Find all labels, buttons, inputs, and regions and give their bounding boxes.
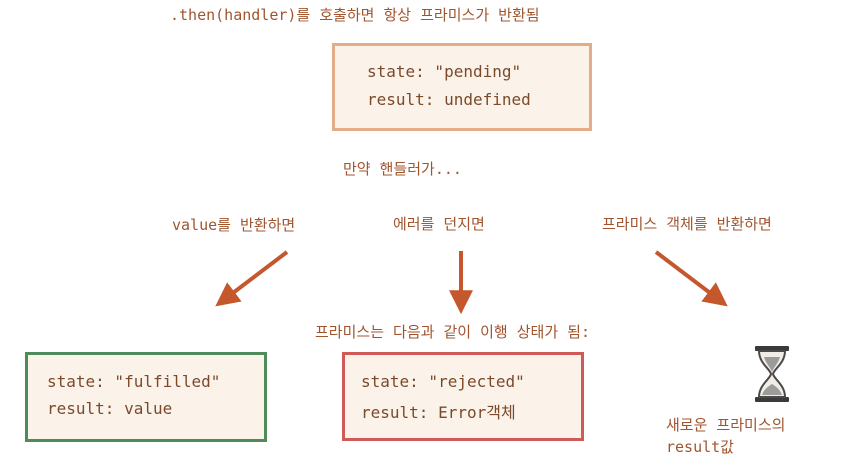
diagram-title: .then(handler)를 호출하면 항상 프라미스가 반환됨 <box>170 6 540 24</box>
handler-question: 만약 핸들러가... <box>343 160 462 178</box>
rejected-state-line: state: "rejected" <box>361 372 525 391</box>
outcome-caption: 프라미스는 다음과 같이 이행 상태가 됨: <box>315 323 590 341</box>
fulfilled-result-line: result: value <box>47 399 173 418</box>
arrow-to-fulfilled <box>215 250 289 307</box>
rejected-result-line: result: Error객체 <box>361 403 516 422</box>
new-promise-caption-line2: result값 <box>666 438 734 456</box>
pending-state-line: state: "pending" <box>367 62 522 81</box>
pending-state-box: state: "pending" result: undefined <box>332 43 592 131</box>
fulfilled-state-box: state: "fulfilled" result: value <box>25 352 267 442</box>
new-promise-caption-line1: 새로운 프라미스의 <box>666 416 786 434</box>
branch-label-value: value를 반환하면 <box>172 216 296 234</box>
branch-label-promise: 프라미스 객체를 반환하면 <box>602 215 772 233</box>
pending-result-line: result: undefined <box>367 90 531 109</box>
fulfilled-state-line: state: "fulfilled" <box>47 372 221 391</box>
arrow-to-new-promise <box>654 250 728 307</box>
branch-label-error: 에러를 던지면 <box>393 215 485 233</box>
hourglass-icon <box>755 346 789 402</box>
rejected-state-box: state: "rejected" result: Error객체 <box>342 352 584 441</box>
